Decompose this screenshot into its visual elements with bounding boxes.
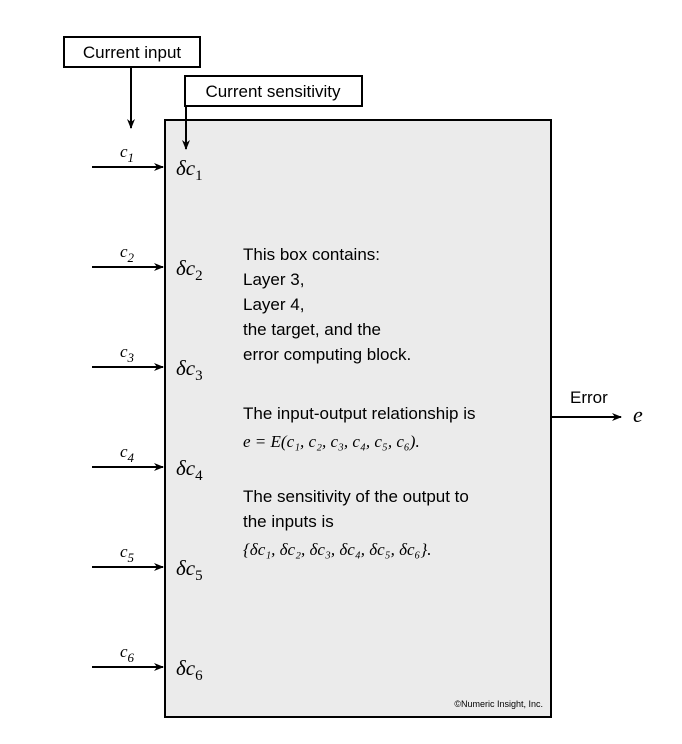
input-symbol: c6 — [120, 642, 135, 665]
contents-line: Layer 3, — [243, 270, 304, 289]
input-row: c6 δc6 — [92, 642, 203, 684]
relationship-formula: e = E(c₁, c₂, c₃, c₄, c₅, c₆). — [243, 432, 420, 451]
sensitivity-line: the inputs is — [243, 512, 334, 531]
sensitivity-symbol: δc5 — [176, 556, 203, 584]
input-row: c5 δc5 — [92, 542, 203, 584]
sensitivity-symbol: δc1 — [176, 156, 203, 184]
relationship-intro: The input-output relationship is — [243, 404, 475, 423]
contents-line: error computing block. — [243, 345, 411, 364]
contents-line: This box contains: — [243, 245, 380, 264]
input-symbol: c1 — [120, 142, 134, 165]
sensitivity-symbol: δc6 — [176, 656, 203, 684]
copyright-notice: ©Numeric Insight, Inc. — [454, 699, 543, 709]
contents-line: the target, and the — [243, 320, 381, 339]
current-input-label: Current input — [83, 43, 182, 62]
output-symbol: e — [633, 402, 643, 427]
input-row: c4 δc4 — [92, 442, 203, 484]
sensitivity-symbol: δc2 — [176, 256, 203, 284]
input-symbol: c5 — [120, 542, 135, 565]
current-sensitivity-label-box — [184, 75, 363, 107]
input-row: c1 δc1 — [92, 142, 203, 184]
input-symbol: c4 — [120, 442, 135, 465]
input-row: c2 δc2 — [92, 242, 203, 284]
current-sensitivity-label: Current sensitivity — [205, 82, 341, 101]
input-symbol: c3 — [120, 342, 135, 365]
contents-line: Layer 4, — [243, 295, 304, 314]
sensitivity-formula: {δc₁, δc₂, δc₃, δc₄, δc₅, δc₆}. — [243, 540, 432, 559]
box-description: This box contains: Layer 3, Layer 4, the… — [243, 245, 475, 559]
sensitivity-symbol: δc3 — [176, 356, 203, 384]
sensitivity-symbol: δc4 — [176, 456, 203, 484]
input-row: c3 δc3 — [92, 342, 203, 384]
sensitivity-line: The sensitivity of the output to — [243, 487, 469, 506]
system-box — [164, 119, 552, 718]
output-label: Error — [570, 388, 608, 407]
input-symbol: c2 — [120, 242, 135, 265]
